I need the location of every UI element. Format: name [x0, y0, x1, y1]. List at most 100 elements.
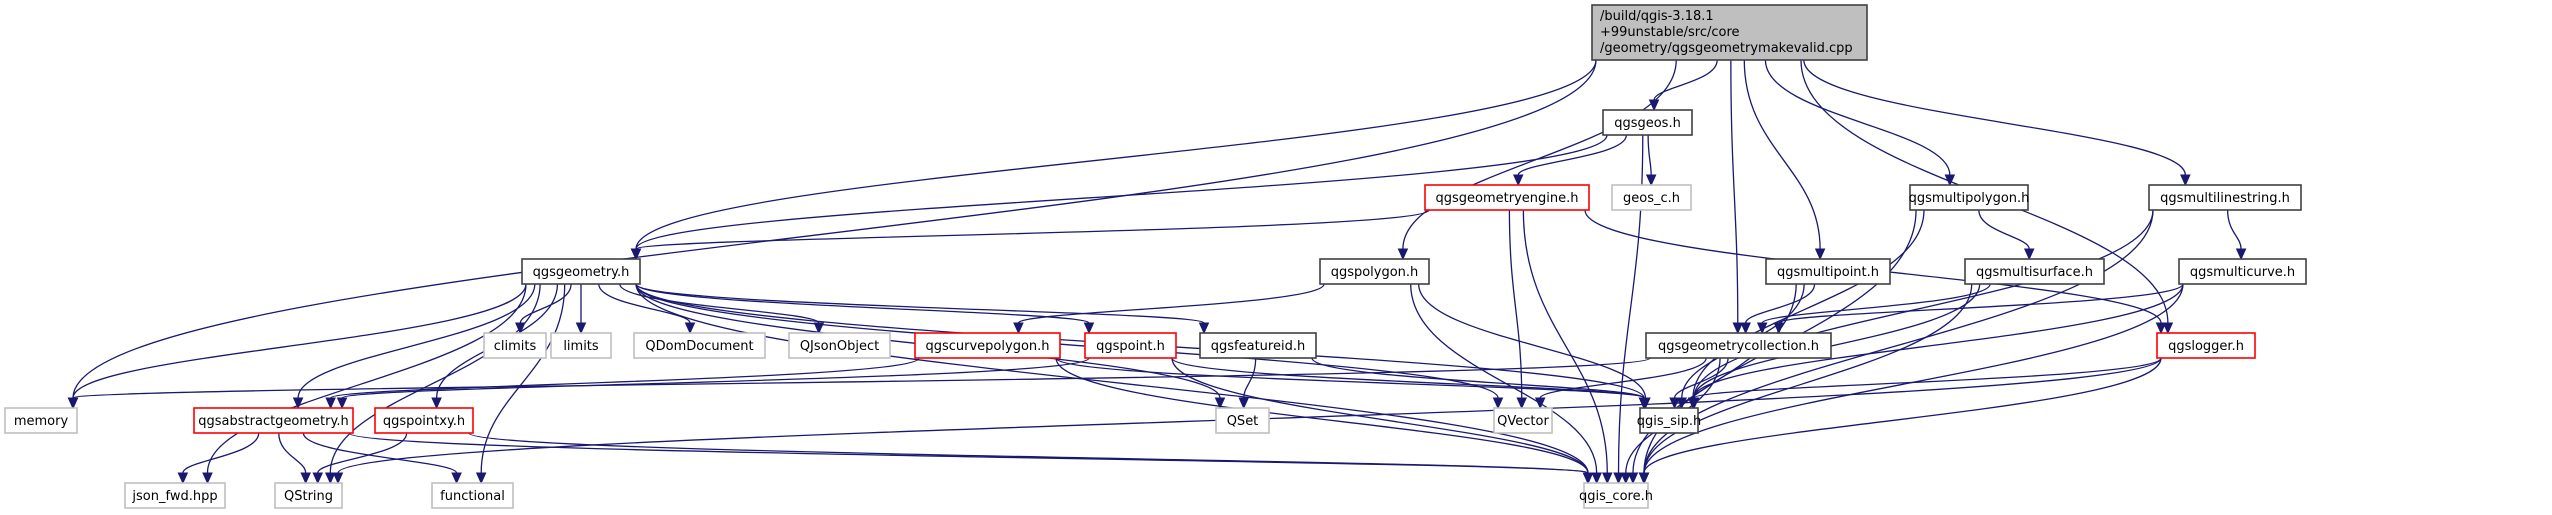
node-box: [1639, 407, 1699, 434]
edge-line: [1803, 59, 2187, 176]
edge-qgsfeatureid-to-qgis_sip: [1311, 357, 1650, 410]
arrowhead-icon: [431, 397, 442, 410]
node-qgspolygon[interactable]: qgspolygon.h: [1319, 258, 1430, 285]
edge-line: [1693, 357, 2162, 399]
node-label: memory: [14, 414, 69, 429]
node-label: qgspointxy.h: [383, 414, 465, 429]
edge-qgsgeometry-to-QJsonObject: [619, 283, 825, 335]
arrowhead-icon: [177, 472, 189, 485]
arrowhead-icon: [1198, 322, 1210, 335]
node-qgsmultipoint[interactable]: qgsmultipoint.h: [1765, 258, 1891, 285]
arrowhead-icon: [1645, 174, 1657, 187]
edge-qgsgeometryengine-to-qgsgeometry: [630, 209, 1430, 261]
edge-qgsabstractgeometry-to-functional: [302, 432, 462, 485]
arrowhead-icon: [1013, 322, 1024, 335]
edge-line: [635, 283, 1589, 474]
edge-line: [480, 283, 566, 474]
edge-root-to-qgsgeometry: [630, 59, 1597, 261]
node-label: functional: [440, 489, 505, 504]
node-box: [1964, 258, 2105, 285]
arrowhead-icon: [813, 322, 825, 335]
node-qgsfeatureid[interactable]: qgsfeatureid.h: [1199, 332, 1317, 359]
node-qgscurvepolygon[interactable]: qgscurvepolygon.h: [914, 332, 1061, 359]
node-functional: functional: [431, 482, 514, 509]
edge-line: [635, 283, 1205, 324]
node-qgsmultipolygon[interactable]: qgsmultipolygon.h: [1909, 184, 2030, 211]
edge-line: [1517, 134, 1628, 176]
node-box: [1424, 184, 1590, 211]
node-label: QString: [284, 489, 333, 504]
edge-line: [1171, 357, 1589, 474]
node-qgsmulticurve[interactable]: qgsmulticurve.h: [2178, 258, 2307, 285]
node-label: geos_c.h: [1623, 191, 1680, 206]
edge-root-to-qgsgeometrycollection: [1730, 59, 1744, 335]
node-qgspointxy[interactable]: qgspointxy.h: [374, 407, 474, 434]
edge-root-to-qgsgeos: [1648, 59, 1718, 112]
node-box: [1602, 109, 1693, 136]
arrowhead-icon: [1534, 397, 1546, 410]
arrowhead-icon: [312, 472, 324, 485]
edge-qgsgeometry-to-qgsfeatureid: [635, 283, 1210, 335]
node-box: [521, 258, 641, 285]
arrowhead-icon: [2162, 322, 2174, 335]
edge-line: [1653, 59, 1718, 101]
edge-line: [297, 283, 536, 399]
node-label: json_fwd.hpp: [131, 489, 217, 504]
edge-line: [1410, 283, 1598, 474]
node-qgslogger[interactable]: qgslogger.h: [2156, 332, 2256, 359]
arrowhead-icon: [1638, 397, 1650, 410]
edge-line: [72, 283, 527, 399]
node-QString: QString: [274, 482, 343, 509]
edge-line: [519, 283, 572, 324]
node-box: [431, 482, 514, 509]
edge-qgsgeometry-to-QString: [325, 283, 541, 485]
node-box: [274, 482, 343, 509]
edge-qgslogger-to-qgis_core: [1638, 357, 2162, 485]
arrowhead-icon: [475, 472, 487, 485]
edge-line: [1311, 357, 1645, 399]
edge-line: [468, 432, 1589, 474]
edge-root-to-qgsmultilinestring: [1803, 59, 2191, 187]
node-QSet: QSet: [1215, 407, 1270, 434]
edge-qgsmultipolygon-to-qgsmultisurface: [1978, 209, 2035, 261]
node-qgsgeos[interactable]: qgsgeos.h: [1602, 109, 1693, 136]
node-box: [4, 407, 78, 434]
arrowhead-icon: [67, 397, 79, 410]
node-box: [633, 332, 766, 359]
node-label: qgslogger.h: [2168, 339, 2244, 354]
node-root[interactable]: /build/qgis-3.18.1+99unstable/src/core/g…: [1591, 4, 1868, 61]
node-qgsgeometryengine[interactable]: qgsgeometryengine.h: [1424, 184, 1590, 211]
node-label: qgsmultipolygon.h: [1909, 191, 2030, 206]
edge-line: [1171, 357, 1645, 399]
node-limits: limits: [550, 332, 612, 359]
edge-line: [635, 134, 1608, 250]
node-qgsmultilinestring[interactable]: qgsmultilinestring.h: [2148, 184, 2302, 211]
node-box: [550, 332, 612, 359]
edge-line: [635, 283, 1090, 324]
node-qgsgeometry[interactable]: qgsgeometry.h: [521, 258, 641, 285]
node-geos_c: geos_c.h: [1611, 184, 1692, 211]
edge-line: [1730, 59, 1739, 324]
arrowhead-icon: [630, 248, 642, 261]
node-qgsabstractgeometry[interactable]: qgsabstractgeometry.h: [193, 407, 354, 434]
node-qgspoint[interactable]: qgspoint.h: [1084, 332, 1177, 359]
node-qgsmultisurface[interactable]: qgsmultisurface.h: [1964, 258, 2105, 285]
edge-qgsgeometrycollection-to-QVector: [1534, 357, 1707, 410]
edge-line: [1978, 209, 2030, 250]
arrowhead-icon: [1397, 248, 1409, 261]
node-label: qgsgeometry.h: [533, 265, 630, 280]
edge-line: [635, 59, 1597, 250]
node-qgsgeometrycollection[interactable]: qgsgeometrycollection.h: [1645, 332, 1832, 359]
arrowhead-icon: [684, 322, 696, 335]
edge-line: [1055, 357, 1589, 474]
edge-line: [1539, 357, 1707, 399]
arrowhead-icon: [325, 472, 336, 485]
edge-qgsmulticurve-to-qgsgeometrycollection: [1773, 283, 2184, 335]
edge-line: [1764, 59, 1951, 176]
edge-qgsgeometryengine-to-qgis_core: [1522, 209, 1613, 485]
node-label: climits: [494, 339, 537, 354]
node-qgis_sip[interactable]: qgis_sip.h: [1637, 407, 1701, 434]
arrowhead-icon: [1582, 472, 1594, 485]
arrowhead-icon: [2155, 322, 2167, 335]
